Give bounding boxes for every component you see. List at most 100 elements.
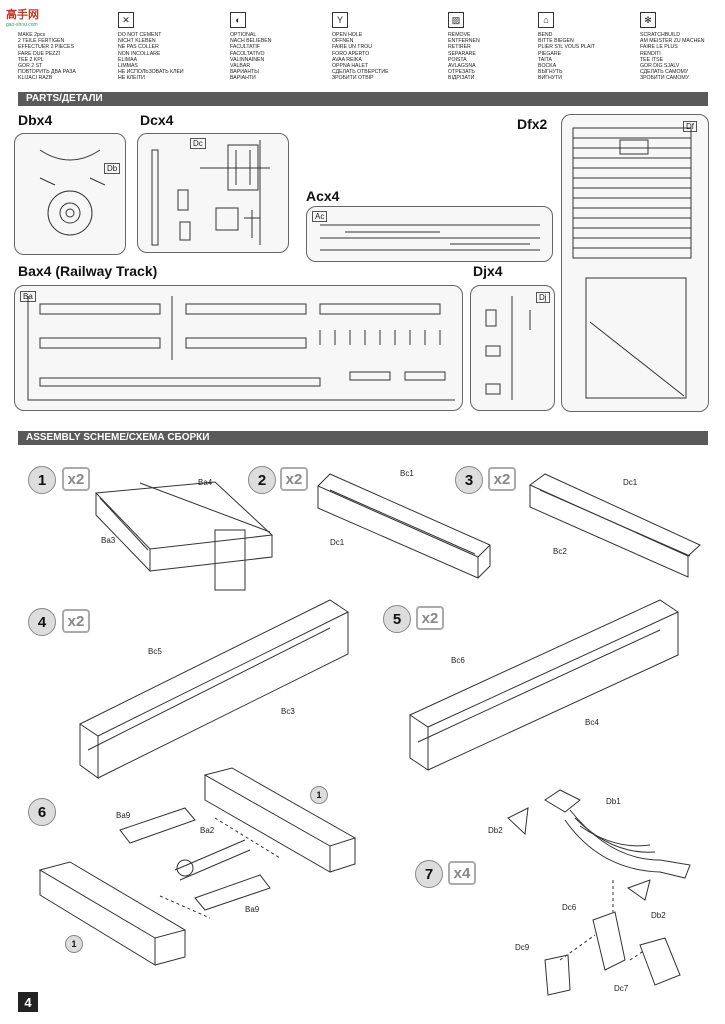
legend-line: TEE 2 KPL — [18, 56, 44, 63]
legend-line: 2 TEILE FERTIGEN — [18, 38, 65, 45]
legend-line: VALBAR — [230, 63, 251, 70]
legend-line: НЕ ИСПОЛЬЗОВАТЬ КЛЕЙ — [118, 69, 184, 76]
label-bc4: Bc4 — [585, 718, 599, 727]
legend-line: ENTFERNEN — [448, 38, 480, 45]
sprue-label-ac: Acx4 — [306, 188, 340, 204]
legend-line: FAIRE LE PLUS — [640, 44, 678, 51]
legend-line: NE PAS COLLER — [118, 44, 159, 51]
legend-line: MAKE 2pcs — [18, 32, 46, 38]
legend-line: BEND — [538, 32, 553, 38]
legend-line: FORO APERTO — [332, 50, 370, 57]
legend-line: PLIER S'IL VOUS PLAIT — [538, 44, 596, 51]
legend-line: AM MEISTER ZU MACHEN — [640, 38, 705, 45]
label-bc3: Bc3 — [281, 707, 295, 716]
legend-icon: ✕ — [118, 12, 134, 28]
legend-line: TEE ITSE — [640, 56, 664, 63]
sprue-label-db: Dbx4 — [18, 112, 53, 128]
legend-icon: ▨ — [448, 12, 464, 28]
parts-header: PARTS/ДЕТАЛИ — [18, 92, 708, 106]
legend-icon: Y — [332, 12, 348, 28]
step-1-number: 1 — [28, 466, 56, 494]
legend-line: GÖR 2 ST — [18, 63, 43, 70]
legend-line: EFFECTUER 2 PIECES — [18, 44, 74, 51]
sprue-dc-frame — [137, 133, 289, 253]
label-db2-right: Db2 — [651, 911, 666, 920]
label-db2-left: Db2 — [488, 826, 503, 835]
sprue-label-df: Dfx2 — [517, 116, 548, 132]
legend-line: ВАРИАНТЫ — [230, 69, 259, 76]
legend-icon: ✻ — [640, 12, 656, 28]
step-1-multiplier: x2 — [62, 467, 90, 491]
step-2-number: 2 — [248, 466, 276, 494]
label-ba9-bottom: Ba9 — [245, 905, 260, 914]
legend-line: OPTIONAL — [230, 32, 257, 38]
legend-line: DO NOT CEMENT — [118, 32, 162, 38]
step-5-number: 5 — [383, 605, 411, 633]
legend-icon: ◐ — [230, 12, 246, 28]
label-dc6: Dc6 — [562, 903, 577, 912]
legend-line: ЗРОБИТИ ОТВІР — [332, 75, 374, 82]
label-dc9: Dc9 — [515, 943, 530, 952]
assembly-header: ASSEMBLY SCHEME/СХЕМА СБОРКИ — [18, 431, 708, 445]
label-dc1-step3: Dc1 — [623, 478, 638, 487]
legend-line: СДЕЛАТЬ САМОМУ — [640, 69, 689, 76]
label-bc1: Bc1 — [400, 469, 414, 478]
step-2-multiplier: x2 — [280, 467, 308, 491]
legend-line: SCRATCHBUILD — [640, 32, 680, 38]
legend-line: NICHT KLEBEN — [118, 38, 156, 45]
sprue-label-dj: Djx4 — [473, 263, 503, 279]
step-5-multiplier: x2 — [416, 606, 444, 630]
legend-line: ВАРІАНТИ — [230, 75, 256, 82]
step-6-number: 6 — [28, 798, 56, 826]
legend-line: AVAA REIKÄ — [332, 56, 362, 63]
sprue-label-dc: Dcx4 — [140, 112, 174, 128]
label-ba2: Ba2 — [200, 826, 215, 835]
label-bc5: Bc5 — [148, 647, 162, 656]
legend-line: BOCKA — [538, 63, 557, 70]
label-dc7: Dc7 — [614, 984, 629, 993]
label-ba4: Ba4 — [198, 478, 213, 487]
legend-line: ЗРОБИТИ САМОМУ — [640, 75, 690, 82]
sprue-tag-ac: Ac — [312, 211, 328, 222]
label-ref-1-top: 1 — [310, 786, 328, 804]
legend-line: ВИГНУТИ — [538, 75, 562, 82]
legend-line: FACOLTATIVO — [230, 50, 265, 57]
legend-line: SEPARARE — [448, 50, 476, 57]
legend-line: REMOVE — [448, 32, 471, 38]
sprue-tag-db: Db — [104, 163, 121, 174]
legend-line: POISTA — [448, 56, 467, 63]
label-ba9-top: Ba9 — [116, 811, 131, 820]
step1-frame-top — [94, 481, 274, 550]
page-number: 4 — [18, 992, 38, 1012]
legend-line: ОТРЕЗАТЬ — [448, 69, 475, 76]
label-dc1-step2: Dc1 — [330, 538, 345, 547]
legend-line: ПОВТОРИТЬ ДВА РАЗА — [18, 69, 76, 76]
sprue-label-ba: Bax4 (Railway Track) — [18, 263, 158, 279]
db-wheel-part — [47, 190, 93, 236]
sprue-tag-dj: Dj — [536, 292, 550, 303]
step-7-multiplier: x4 — [448, 861, 476, 885]
legend-line: NACH BELIEBEN — [230, 38, 272, 45]
legend-line: FACULTATIF — [230, 44, 260, 51]
legend-line: ÖPPNA HÅLET — [332, 63, 369, 70]
legend-line: KLIJACI RAZB — [18, 75, 53, 82]
sprue-tag-dc: Dc — [190, 138, 206, 149]
sprue-ac-frame — [306, 206, 553, 262]
step-3-multiplier: x2 — [488, 467, 516, 491]
legend-line: СДЕЛАТЬ ОТВЕРСТИЕ — [332, 69, 389, 76]
legend-line: VALINNAINEN — [230, 56, 265, 63]
legend-line: RENDITI — [640, 50, 661, 57]
step-4-multiplier: x2 — [62, 609, 90, 633]
legend-line: GÖR DIG SJÄLV — [640, 63, 680, 70]
step-7-number: 7 — [415, 860, 443, 888]
legend-line: ВІДРІЗАТИ — [448, 75, 475, 82]
legend-line: AVLÄGSNA — [448, 63, 476, 70]
legend-line: ELIMAA — [118, 56, 138, 63]
